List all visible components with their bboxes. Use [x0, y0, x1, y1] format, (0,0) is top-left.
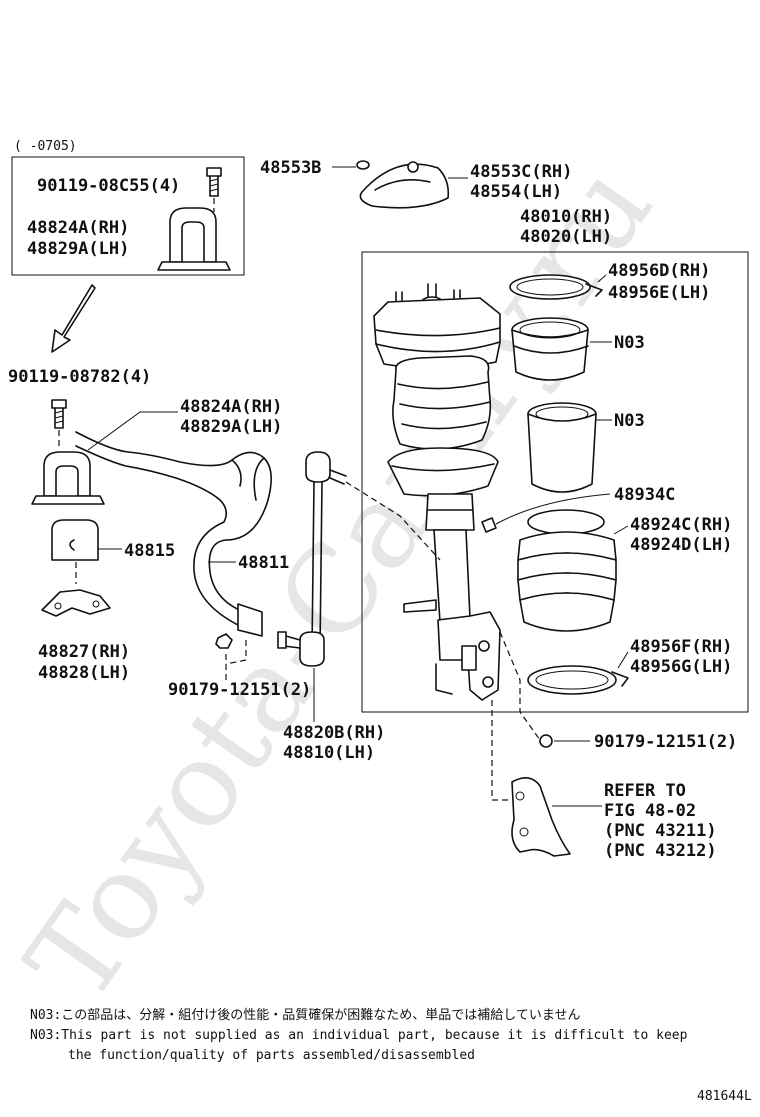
inset-bracket-label-lh[interactable]: 48829A(LH): [27, 239, 129, 259]
label-48820b[interactable]: 48820B(RH): [283, 723, 385, 743]
label-48956f[interactable]: 48956F(RH): [630, 637, 732, 657]
nut-left-icon: [215, 633, 233, 649]
lower-arm-drawing: [511, 777, 571, 857]
note-en-line1: N03:This part is not supplied as an indi…: [30, 1028, 688, 1043]
inset-bolt-drawing: [206, 167, 222, 212]
label-48811[interactable]: 48811: [238, 553, 289, 573]
lower-bracket-drawing: [41, 589, 111, 617]
sleeve-upper: [511, 317, 589, 381]
figure-id: 481644L: [697, 1089, 752, 1104]
note-en-line2: the function/quality of parts assembled/…: [68, 1048, 475, 1063]
inset-range-label: ( -0705): [14, 139, 77, 154]
label-48815[interactable]: 48815: [124, 541, 175, 561]
note-jp: N03:この部品は、分解・組付け後の性能・品質確保が困難なため、単品では補給して…: [30, 1007, 581, 1023]
upper-mount-drawing: [359, 161, 450, 209]
sleeve-lower: [527, 402, 597, 493]
label-48020[interactable]: 48020(LH): [520, 227, 612, 247]
clip-icon: [481, 517, 497, 533]
band-clamp-upper: [509, 274, 603, 300]
label-n03-b[interactable]: N03: [614, 411, 645, 431]
inset-bracket-drawing: [157, 207, 231, 271]
refer-line1[interactable]: REFER TO: [604, 781, 686, 801]
label-90179-left[interactable]: 90179-12151(2): [168, 680, 311, 700]
dust-boot: [517, 509, 617, 632]
label-48827[interactable]: 48827(RH): [38, 642, 130, 662]
label-48824a[interactable]: 48824A(RH): [180, 397, 282, 417]
label-48010[interactable]: 48010(RH): [520, 207, 612, 227]
label-48554[interactable]: 48554(LH): [470, 182, 562, 202]
bolt-left-drawing: [51, 399, 67, 446]
air-strut-drawing: [373, 283, 501, 701]
inset-bolt-label[interactable]: 90119-08C55(4): [37, 176, 180, 196]
inset-box: [11, 156, 245, 276]
label-90179-right[interactable]: 90179-12151(2): [594, 732, 737, 752]
label-90119-08782[interactable]: 90119-08782(4): [8, 367, 151, 387]
strut-assembly-box: [361, 251, 749, 713]
band-clamp-lower: [527, 665, 629, 695]
stabilizer-bracket-drawing: [43, 451, 91, 497]
bushing-drawing: [51, 519, 99, 561]
stabilizer-link-drawing: [277, 451, 347, 667]
label-48828[interactable]: 48828(LH): [38, 663, 130, 683]
refer-line3[interactable]: (PNC 43211): [604, 821, 717, 841]
label-48553b[interactable]: 48553B: [260, 158, 321, 178]
label-48829a[interactable]: 48829A(LH): [180, 417, 282, 437]
label-48924c[interactable]: 48924C(RH): [630, 515, 732, 535]
label-48934c[interactable]: 48934C: [614, 485, 675, 505]
inset-bracket-label-rh[interactable]: 48824A(RH): [27, 218, 129, 238]
inset-arrow-icon: [51, 284, 96, 353]
stabilizer-bar: [75, 431, 272, 619]
refer-line2[interactable]: FIG 48-02: [604, 801, 696, 821]
nut-right-icon: [539, 734, 553, 748]
nut-icon: [356, 160, 370, 170]
label-48810[interactable]: 48810(LH): [283, 743, 375, 763]
label-48956e[interactable]: 48956E(LH): [608, 283, 710, 303]
label-48956g[interactable]: 48956G(LH): [630, 657, 732, 677]
label-48956d[interactable]: 48956D(RH): [608, 261, 710, 281]
label-n03-a[interactable]: N03: [614, 333, 645, 353]
label-48553c[interactable]: 48553C(RH): [470, 162, 572, 182]
label-48924d[interactable]: 48924D(LH): [630, 535, 732, 555]
refer-line4[interactable]: (PNC 43212): [604, 841, 717, 861]
